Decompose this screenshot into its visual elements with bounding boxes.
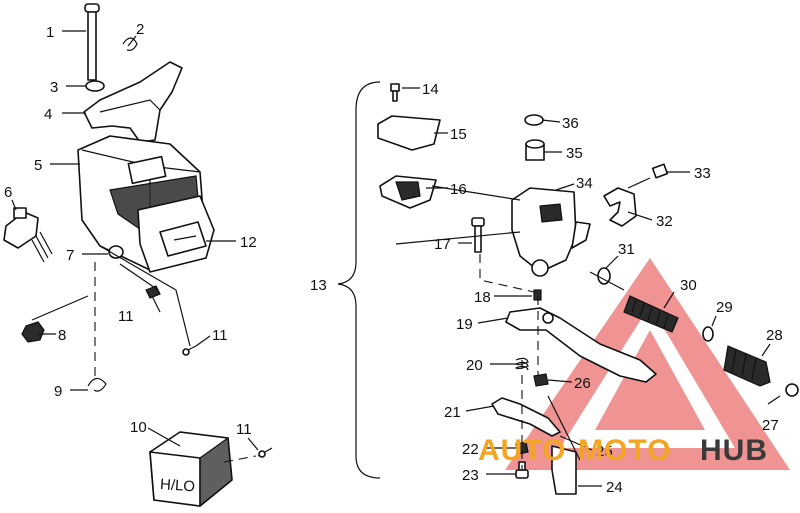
callout-29: 29	[716, 299, 733, 316]
callout-7: 7	[66, 247, 74, 264]
callout-17: 17	[434, 236, 451, 253]
callout-19: 19	[456, 316, 473, 333]
callout-20: 20	[466, 357, 483, 374]
part-30-spring	[623, 295, 679, 333]
part-34-master-cylinder	[511, 187, 591, 277]
leader-lines	[11, 30, 781, 487]
part-2-clip	[122, 37, 138, 51]
part-9-clip	[87, 377, 107, 392]
part-29-washer	[702, 326, 714, 342]
assembly-13-bracket	[337, 81, 381, 479]
part-22-nut	[515, 441, 529, 455]
callout-6: 6	[4, 184, 12, 201]
callout-34: 34	[576, 175, 593, 192]
part-10-hlo-switch	[149, 431, 233, 508]
callout-26: 26	[574, 375, 591, 392]
part-20-spring	[514, 357, 529, 371]
callout-21: 21	[444, 404, 461, 421]
part-14-screw	[390, 83, 400, 102]
callout-12: 12	[240, 234, 257, 251]
part-28-boot	[723, 345, 771, 387]
part-35-bushing	[525, 139, 545, 161]
callout-14: 14	[422, 81, 439, 98]
part-17-bolt	[471, 217, 485, 253]
callout-numbers: 1 2 3 4 5 6 7 8 9 10 11 11 11 12 13 14 1…	[4, 21, 783, 496]
part-24-plate	[551, 445, 577, 495]
part-11-screw-lower	[182, 345, 197, 356]
callout-36: 36	[562, 115, 579, 132]
callout-31: 31	[618, 241, 635, 258]
callout-1: 1	[46, 24, 54, 41]
part-33-screw	[627, 163, 669, 189]
part-21-bracket	[491, 397, 561, 437]
callout-23: 23	[462, 467, 479, 484]
part-19-lever	[505, 307, 657, 383]
part-32-clamp	[603, 187, 637, 227]
part-7-spacer	[108, 245, 124, 259]
part-27-o-ring	[785, 383, 799, 397]
part-8-nut	[21, 321, 45, 343]
watermark-logo	[505, 258, 790, 470]
callout-11c: 11	[236, 421, 252, 438]
part-11-screw-upper	[145, 285, 161, 299]
callout-16: 16	[450, 181, 467, 198]
callout-11a: 11	[118, 308, 134, 325]
callout-30: 30	[680, 277, 697, 294]
watermark-text: AUTO MOTO HUB	[478, 434, 768, 467]
callout-27: 27	[762, 417, 779, 434]
watermark-word-moto: MOTO	[578, 434, 671, 467]
callout-24: 24	[606, 479, 623, 496]
callout-18: 18	[474, 289, 491, 306]
part-15-cap	[377, 115, 441, 151]
part-26-pivot	[533, 373, 549, 387]
watermark-word-hub: HUB	[700, 434, 768, 467]
part-3-washer	[85, 80, 105, 92]
callout-32: 32	[656, 213, 673, 230]
part-1-bolt	[84, 3, 100, 81]
callout-33: 33	[694, 165, 711, 182]
part-12-switch-cover	[137, 195, 215, 273]
callout-22: 22	[462, 441, 479, 458]
callout-4: 4	[44, 106, 52, 123]
part-6-switch	[3, 207, 53, 263]
part-11-screw-switch	[257, 447, 273, 458]
callout-13: 13	[310, 277, 327, 294]
callout-15: 15	[450, 126, 467, 143]
switch-label-hlo: H/LO	[159, 476, 195, 495]
callout-3: 3	[50, 79, 58, 96]
callout-10: 10	[130, 419, 147, 436]
callout-28: 28	[766, 327, 783, 344]
callout-2: 2	[136, 21, 144, 38]
callout-8: 8	[58, 327, 66, 344]
part-36-washer	[524, 114, 544, 126]
part-16-diaphragm	[379, 175, 437, 209]
callout-9: 9	[54, 383, 62, 400]
watermark-word-auto: AUTO	[478, 434, 566, 467]
callout-35: 35	[566, 145, 583, 162]
callout-11b: 11	[212, 327, 228, 344]
callout-25: 25	[596, 443, 613, 460]
part-4-handle-bracket	[83, 61, 183, 143]
callout-5: 5	[34, 157, 42, 174]
